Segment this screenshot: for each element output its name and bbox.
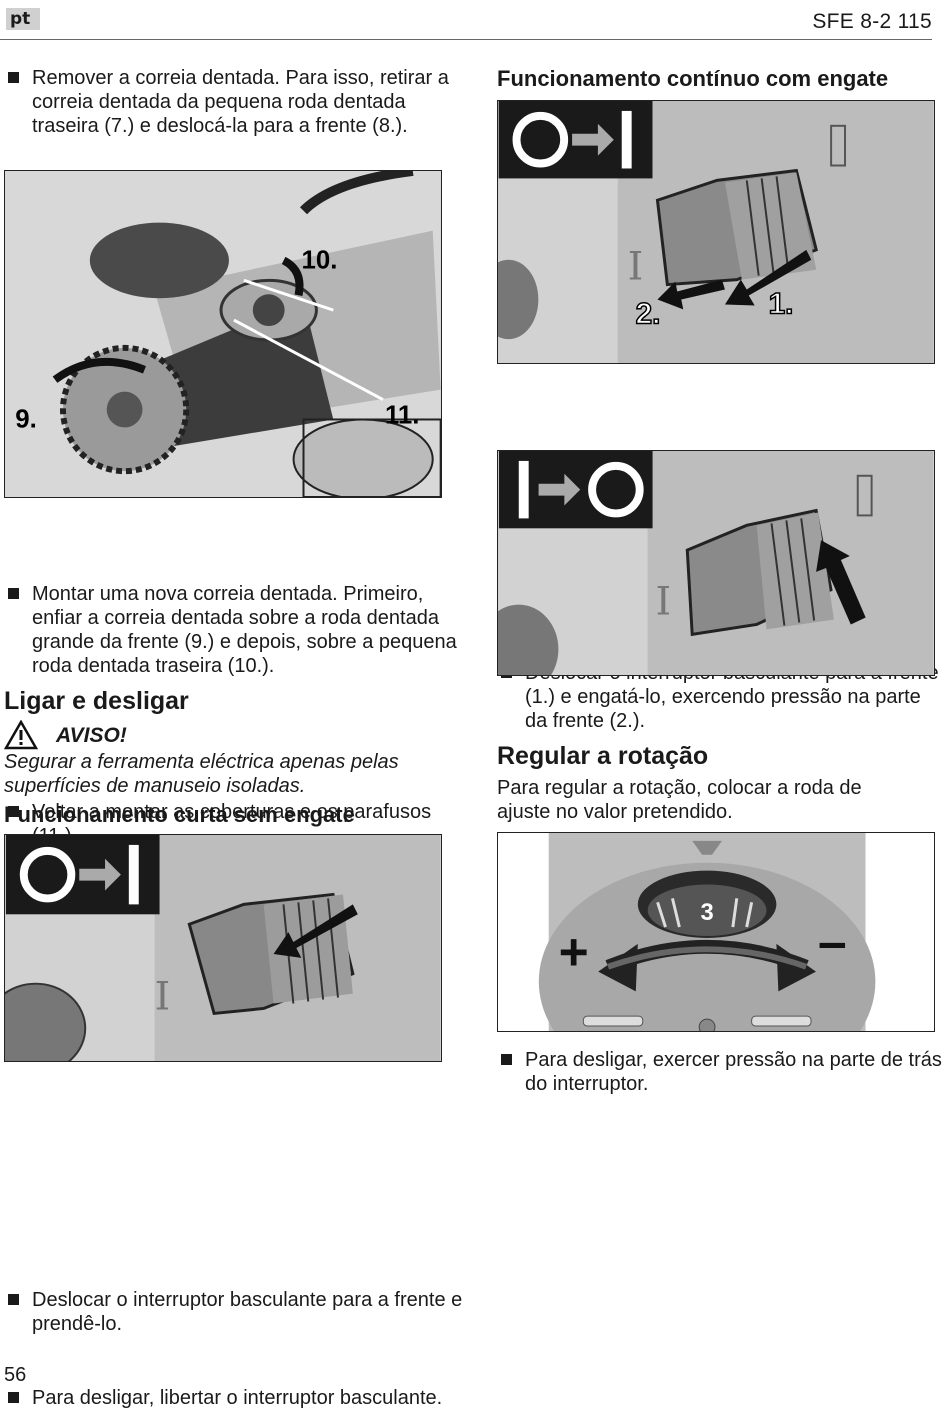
- step-switch-off: Para desligar, exercer pressão na parte …: [497, 1048, 950, 1096]
- dial-value: 3: [700, 899, 713, 926]
- belt-illustration: 10. 9. 11.: [5, 171, 441, 497]
- svg-text:I: I: [656, 579, 672, 625]
- switch-off-figure: I: [497, 450, 935, 676]
- short-operation-figure: I: [4, 834, 442, 1062]
- model-page-number: SFE 8-2 115: [812, 10, 932, 33]
- speed-dial-figure: 3 + –: [497, 832, 935, 1032]
- svg-text:I: I: [628, 244, 644, 290]
- cont-label-2: 2.: [636, 297, 661, 330]
- step-remove-belt: Remover a correia dentada. Para isso, re…: [4, 66, 472, 138]
- heading-continuous-operation: Funcionamento contínuo com engate: [497, 66, 889, 91]
- warning-label: AVISO!: [56, 724, 127, 747]
- page-number: 56: [4, 1364, 27, 1386]
- belt-label-11: 11.: [385, 401, 419, 429]
- cont-label-1: 1.: [769, 287, 794, 320]
- belt-figure: 10. 9. 11.: [4, 170, 442, 498]
- continuous-operation-figure: I 2. 1.: [497, 100, 935, 364]
- warning-text: Segurar a ferramenta eléctrica apenas pe…: [4, 751, 399, 797]
- belt-label-9: 9.: [15, 405, 37, 433]
- dial-plus: +: [559, 923, 589, 981]
- dial-minus: –: [818, 913, 847, 971]
- step-mount-belt: Montar uma nova correia dentada. Primeir…: [4, 582, 472, 678]
- switch-illustration-continuous: I 2. 1.: [498, 101, 934, 363]
- svg-text:I: I: [155, 973, 171, 1019]
- warning-triangle-icon: [3, 719, 39, 750]
- heading-on-off: Ligar e desligar: [4, 687, 189, 715]
- step-release: Para desligar, libertar o interruptor ba…: [4, 1386, 472, 1410]
- dial-illustration: 3 + –: [499, 833, 933, 1031]
- language-tab: pt: [6, 8, 40, 30]
- header-rule: [0, 39, 932, 40]
- step-push-lock: Deslocar o interruptor basculante para a…: [4, 1288, 472, 1336]
- speed-instructions: Para regular a rotação, colocar a roda d…: [497, 777, 862, 823]
- heading-short-operation: Funcionamento curta sem engate: [4, 802, 355, 827]
- switch-illustration-off: I: [498, 451, 934, 675]
- heading-speed: Regular a rotação: [497, 742, 709, 770]
- switch-illustration-short: I: [5, 835, 441, 1061]
- belt-label-10: 10.: [302, 246, 338, 274]
